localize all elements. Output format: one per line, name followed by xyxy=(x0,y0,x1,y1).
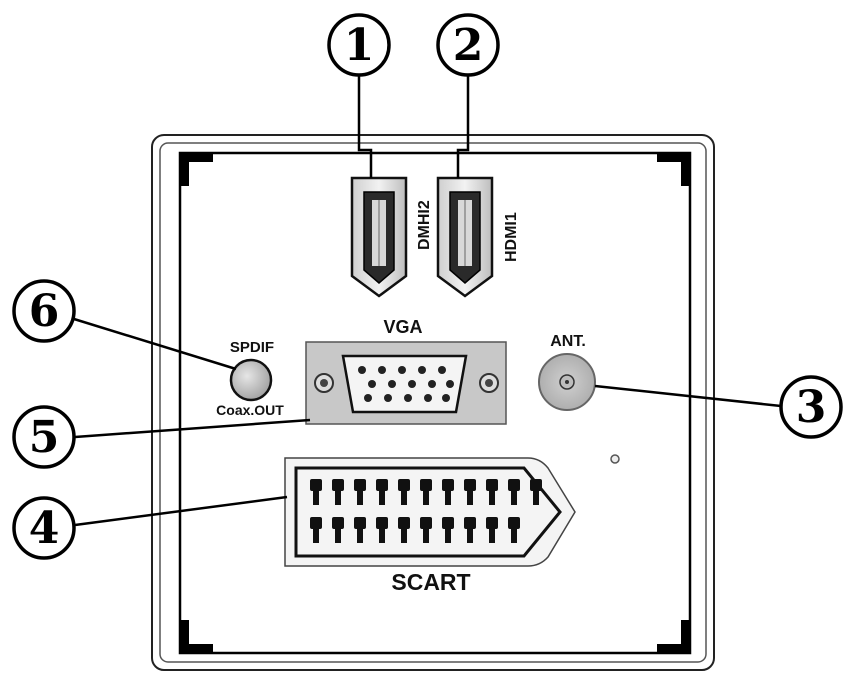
spdif-label: SPDIF xyxy=(230,339,274,356)
scart-pin xyxy=(332,479,344,491)
scart-pin-stem xyxy=(511,529,517,543)
scart-pin-stem xyxy=(445,491,451,505)
panel-screw-hole xyxy=(610,454,620,464)
scart-pin xyxy=(486,479,498,491)
scart-pin xyxy=(376,479,388,491)
antenna-label: ANT. xyxy=(550,333,586,350)
scart-pin-stem xyxy=(467,491,473,505)
callout-5: 5 xyxy=(12,405,76,469)
panel-frame xyxy=(151,134,715,671)
scart-pin-stem xyxy=(423,491,429,505)
coax-out-label: Coax.OUT xyxy=(216,402,284,418)
scart-pin xyxy=(332,517,344,529)
scart-pin xyxy=(310,479,322,491)
scart-label: SCART xyxy=(391,569,470,595)
scart-pin-stem xyxy=(335,529,341,543)
scart-pin-stem xyxy=(401,529,407,543)
scart-pin xyxy=(530,479,542,491)
scart-pin-stem xyxy=(313,491,319,505)
scart-pin xyxy=(420,517,432,529)
scart-pin xyxy=(442,479,454,491)
spdif-port xyxy=(229,358,273,402)
scart-pin-stem xyxy=(533,491,539,505)
callout-1-number: 1 xyxy=(344,20,375,71)
scart-pin xyxy=(464,517,476,529)
scart-port xyxy=(284,457,576,567)
callout-4: 4 xyxy=(12,496,76,560)
scart-pin xyxy=(398,517,410,529)
scart-pin xyxy=(486,517,498,529)
scart-pin xyxy=(354,479,366,491)
callout-3-number: 3 xyxy=(796,382,827,433)
scart-pin-stem xyxy=(445,529,451,543)
callout-2-number: 2 xyxy=(453,20,484,71)
scart-pin-stem xyxy=(423,529,429,543)
scart-pin-stem xyxy=(489,491,495,505)
scart-pin-stem xyxy=(489,529,495,543)
callout-3: 3 xyxy=(779,375,843,439)
scart-pin xyxy=(508,517,520,529)
callout-leaders xyxy=(73,74,782,527)
scart-pin-stem xyxy=(379,529,385,543)
callout-2: 2 xyxy=(436,13,500,77)
vga-label: VGA xyxy=(383,317,422,337)
scart-pin-stem xyxy=(313,529,319,543)
callout-6-number: 6 xyxy=(29,286,60,337)
scart-pin xyxy=(464,479,476,491)
scart-pin-stem xyxy=(357,491,363,505)
scart-pin xyxy=(376,517,388,529)
hdmi2-port xyxy=(350,176,408,298)
hdmi1-port xyxy=(436,176,494,298)
scart-pin-stem xyxy=(401,491,407,505)
callout-6: 6 xyxy=(12,279,76,343)
callout-1: 1 xyxy=(327,13,391,77)
scart-pin xyxy=(442,517,454,529)
scart-pin-stem xyxy=(511,491,517,505)
corner-brackets xyxy=(180,153,690,653)
scart-pin xyxy=(508,479,520,491)
callout-5-number: 5 xyxy=(29,412,60,463)
scart-pin xyxy=(354,517,366,529)
callout-4-number: 4 xyxy=(29,503,60,554)
vga-port xyxy=(305,341,507,425)
scart-pin xyxy=(398,479,410,491)
scart-pin xyxy=(310,517,322,529)
hdmi1-label: HDMI1 xyxy=(503,212,520,262)
scart-pin-stem xyxy=(335,491,341,505)
scart-pin-stem xyxy=(379,491,385,505)
scart-pin xyxy=(420,479,432,491)
hdmi2-label: DMHI2 xyxy=(416,200,433,250)
scart-pin-stem xyxy=(357,529,363,543)
antenna-port xyxy=(538,353,596,411)
scart-pin-stem xyxy=(467,529,473,543)
